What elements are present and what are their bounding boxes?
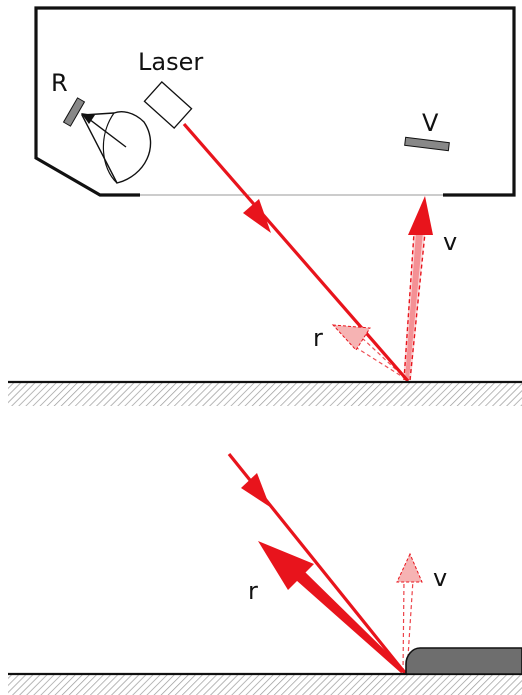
- laser-label: Laser: [138, 48, 203, 76]
- reflected-edge-upper: [359, 335, 407, 380]
- visible-label-top: v: [443, 228, 457, 256]
- visible-arrow-shaft: [403, 232, 425, 380]
- surface-top: [8, 380, 522, 406]
- surface-bottom-hatch: [8, 674, 522, 695]
- receiver-arrow-head: [81, 113, 95, 124]
- visible-detector-label: V: [422, 109, 439, 137]
- reflected-beam-bottom: r: [248, 541, 406, 673]
- visible-label-bottom: v: [433, 564, 447, 592]
- receiver-lens-edge: [102, 112, 118, 184]
- visible-bottom-edge-left: [402, 579, 405, 673]
- visible-detector: V: [404, 109, 450, 152]
- reflected-label-top: r: [313, 324, 323, 352]
- visible-arrow-edge-left: [403, 232, 415, 381]
- receiver: R: [51, 69, 152, 184]
- receiver-sensor: [62, 97, 86, 127]
- visible-detector-bar: [404, 136, 450, 152]
- laser-box: [143, 81, 193, 129]
- visible-arrow-shaft-core: [405, 232, 423, 380]
- incident-beam-arrow: [243, 199, 271, 233]
- incident-beam-bottom: [227, 452, 407, 675]
- receiver-label: R: [51, 69, 68, 97]
- surface-bottom: [8, 647, 522, 695]
- receiver-lens-cone: [80, 111, 152, 184]
- reflected-arrow-head-top: [331, 324, 371, 351]
- incident-beam-arrow-bottom: [241, 473, 270, 507]
- housing-outline: [34, 6, 516, 197]
- sensor-housing: [34, 6, 516, 197]
- receiver-arrow: [88, 118, 127, 148]
- visible-reflection-top: v: [403, 196, 457, 381]
- laser-source: Laser: [138, 48, 203, 129]
- reflected-edge-lower: [351, 344, 407, 380]
- surface-top-hatch: [8, 382, 522, 406]
- visible-arrow-edge-right: [409, 232, 426, 381]
- reflected-shaft-bottom: [296, 571, 406, 673]
- incident-beam-top: [182, 122, 410, 383]
- incident-beam-line: [182, 122, 410, 383]
- reflected-arrow-head-bottom: [258, 541, 314, 590]
- reflected-label-bottom: r: [248, 577, 258, 605]
- reflected-beam-top: r: [313, 324, 407, 380]
- surface-step: [405, 647, 522, 675]
- visible-arrow-head: [408, 196, 433, 235]
- visible-arrow-head-bottom: [396, 552, 423, 583]
